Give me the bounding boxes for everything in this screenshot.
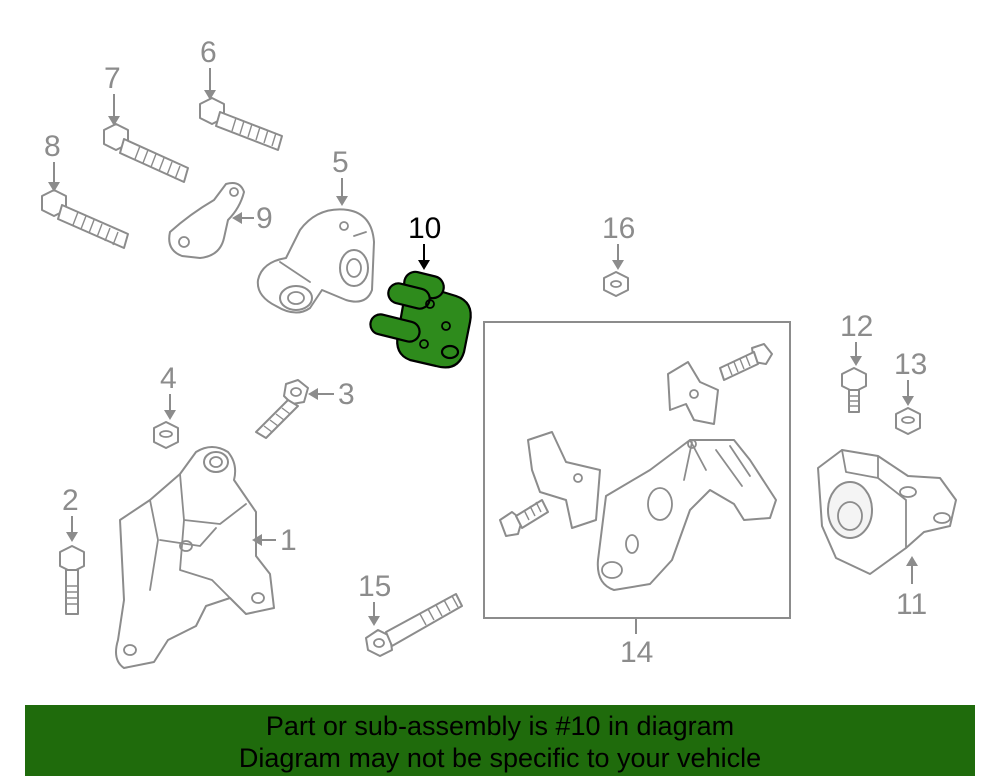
callout-11: 11: [896, 556, 927, 621]
svg-text:7: 7: [104, 62, 121, 95]
svg-text:2: 2: [62, 484, 79, 517]
svg-text:14: 14: [620, 636, 653, 669]
part-3-bolt[interactable]: [255, 379, 309, 439]
svg-text:15: 15: [358, 570, 391, 603]
callout-7: 7: [104, 62, 121, 126]
part-11-mount[interactable]: [817, 449, 957, 575]
callout-14: 14: [620, 618, 653, 669]
parts-diagram: 6 7 8 9: [41, 36, 957, 669]
callout-8: 8: [44, 130, 61, 192]
part-1-mount[interactable]: [115, 446, 275, 669]
banner-line-2: Diagram may not be specific to your vehi…: [238, 743, 762, 773]
part-7-bolt[interactable]: [103, 123, 189, 183]
part-15-bolt[interactable]: [365, 593, 463, 657]
svg-text:16: 16: [602, 212, 635, 245]
svg-text:8: 8: [44, 130, 61, 163]
callout-4: 4: [160, 362, 177, 420]
callout-10: 10: [408, 212, 441, 270]
svg-text:3: 3: [338, 378, 355, 411]
callout-1: 1: [252, 524, 297, 557]
svg-text:1: 1: [280, 524, 297, 557]
part-2-bolt[interactable]: [59, 545, 85, 615]
svg-text:10: 10: [408, 212, 441, 245]
callout-15: 15: [358, 570, 391, 626]
part-8-bolt[interactable]: [41, 189, 129, 249]
svg-text:6: 6: [200, 36, 217, 69]
part-12-bolt[interactable]: [841, 367, 867, 413]
callout-12: 12: [840, 310, 873, 366]
svg-text:9: 9: [256, 202, 273, 235]
svg-text:13: 13: [894, 348, 927, 381]
svg-text:11: 11: [896, 588, 927, 621]
callout-9: 9: [232, 202, 273, 235]
callout-3: 3: [308, 378, 355, 411]
svg-text:4: 4: [160, 362, 177, 395]
svg-text:5: 5: [332, 146, 349, 179]
callout-6: 6: [200, 36, 217, 100]
part-10-bracket-highlighted[interactable]: [368, 269, 472, 369]
part-13-nut[interactable]: [895, 407, 921, 435]
info-banner: Part or sub-assembly is #10 in diagram D…: [25, 705, 975, 776]
callout-16: 16: [602, 212, 635, 270]
banner-line-1: Part or sub-assembly is #10 in diagram: [265, 711, 735, 741]
part-14-assembly[interactable]: [483, 321, 791, 619]
part-6-bolt[interactable]: [199, 97, 283, 151]
part-9-bracket[interactable]: [168, 182, 245, 259]
callout-5: 5: [332, 146, 349, 206]
part-5-mount[interactable]: [256, 208, 375, 314]
svg-text:12: 12: [840, 310, 873, 343]
part-16-nut[interactable]: [603, 271, 629, 297]
callout-13: 13: [894, 348, 927, 406]
callout-2: 2: [62, 484, 79, 542]
part-4-nut[interactable]: [153, 421, 179, 449]
